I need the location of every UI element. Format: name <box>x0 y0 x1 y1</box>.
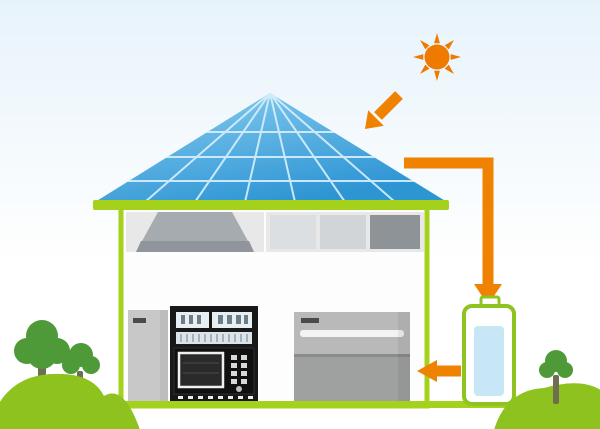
small-tree-canopy <box>62 343 100 374</box>
battery-to-house-arrow <box>417 360 461 382</box>
microwave-window <box>177 351 225 389</box>
dishwasher-control <box>301 318 319 323</box>
roof-to-battery-arrow <box>404 157 502 305</box>
dishwasher-lower-panel <box>294 354 410 401</box>
solar-panel-roof <box>93 93 449 210</box>
kitchen-appliance-stack <box>170 306 258 401</box>
sun-disc <box>424 44 450 70</box>
window-pane-3 <box>370 215 420 249</box>
right-tree-trunk <box>553 375 559 404</box>
side-cabinet <box>128 310 168 401</box>
battery-charge-level <box>474 326 504 396</box>
roof-eave <box>93 200 449 210</box>
cabinet-handle <box>133 318 146 323</box>
window-pane-1 <box>270 215 316 249</box>
sunlight-arrow-icon <box>365 91 403 129</box>
left-bush <box>0 373 140 429</box>
power-arrow-head <box>474 284 502 305</box>
microwave-oven <box>173 347 255 395</box>
dishwasher-seam <box>294 354 410 357</box>
sun-rays <box>413 33 461 81</box>
sunlight-arrow-shaft <box>374 91 403 120</box>
stack-button-row <box>178 396 253 399</box>
power-arrow-path <box>404 157 494 285</box>
large-tree-canopy <box>14 320 70 369</box>
storage-battery <box>462 295 516 406</box>
scale-ticks <box>180 334 248 342</box>
first-floor-appliances <box>128 306 410 401</box>
right-tree-canopy <box>539 350 573 378</box>
roof-surface <box>95 93 447 202</box>
vent-shadow <box>136 241 254 252</box>
dishwasher-handle <box>300 330 404 337</box>
right-bush <box>494 383 600 429</box>
dishwasher-unit <box>294 312 410 401</box>
display-divider <box>209 312 212 328</box>
right-tree <box>539 350 573 404</box>
dishwasher-shade <box>398 312 410 401</box>
appliance-display <box>176 312 252 328</box>
ground-line <box>90 401 536 408</box>
appliance-scale-display <box>176 332 252 344</box>
second-floor-windows <box>126 212 424 252</box>
window-pane-2 <box>320 215 366 249</box>
cabinet-shade <box>160 310 168 401</box>
display-digits <box>181 315 248 324</box>
microwave-buttons <box>231 355 247 384</box>
microwave-knob <box>236 386 242 392</box>
microwave-shelves <box>183 362 219 374</box>
solar-panel-grid <box>95 93 447 202</box>
sunlight-arrow-head <box>365 110 384 129</box>
supply-arrow-head <box>417 360 437 382</box>
sun-icon <box>413 33 461 81</box>
